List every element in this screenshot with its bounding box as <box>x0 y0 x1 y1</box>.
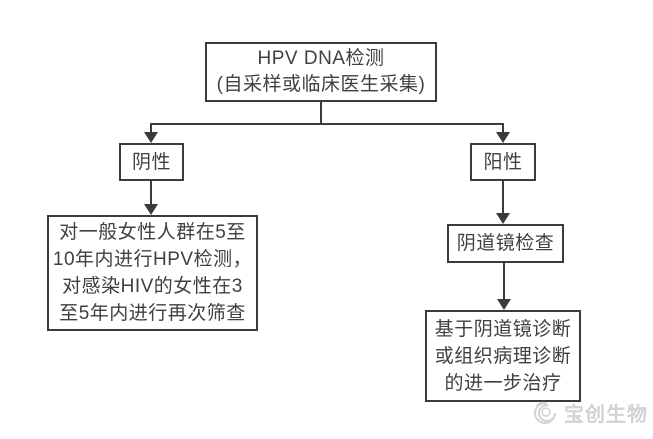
node-treatment-line1: 基于阴道镜诊断 <box>434 318 572 340</box>
node-treatment: 基于阴道镜诊断 或组织病理诊断 的进一步治疗 <box>425 310 581 402</box>
node-negative-followup-line3: 对感染HIV的女性在3 <box>62 276 243 297</box>
node-positive: 阳性 <box>470 143 536 181</box>
node-positive-label: 阳性 <box>483 151 523 173</box>
node-negative-followup-line1: 对一般女性人群在5至 <box>59 222 246 243</box>
node-negative-followup-line4: 至5年内进行再次筛查 <box>59 303 246 324</box>
node-hpv-dna-test-line2: (自采样或临床医生采集) <box>216 74 426 95</box>
node-treatment-line2: 或组织病理诊断 <box>434 345 572 367</box>
node-negative: 阴性 <box>119 143 184 181</box>
node-treatment-line3: 的进一步治疗 <box>444 372 562 394</box>
node-negative-label: 阴性 <box>131 151 171 173</box>
arrowhead-followup <box>144 204 158 215</box>
node-hpv-dna-test-line1: HPV DNA检测 <box>257 48 385 69</box>
node-colposcopy: 阴道镜检查 <box>447 224 564 263</box>
arrowhead-colposcopy <box>496 213 510 224</box>
swirl-logo-icon <box>534 401 556 424</box>
node-colposcopy-label: 阴道镜检查 <box>456 233 555 254</box>
arrowhead-positive <box>496 132 510 143</box>
arrowhead-negative <box>144 132 158 143</box>
watermark: 宝创生物 <box>531 398 648 427</box>
node-negative-followup: 对一般女性人群在5至 10年内进行HPV检测， 对感染HIV的女性在3 至5年内… <box>47 215 258 331</box>
arrowhead-treatment <box>497 299 511 310</box>
node-negative-followup-line2: 10年内进行HPV检测， <box>52 249 253 270</box>
watermark-text: 宝创生物 <box>564 404 648 426</box>
node-hpv-dna-test: HPV DNA检测 (自采样或临床医生采集) <box>205 42 437 102</box>
